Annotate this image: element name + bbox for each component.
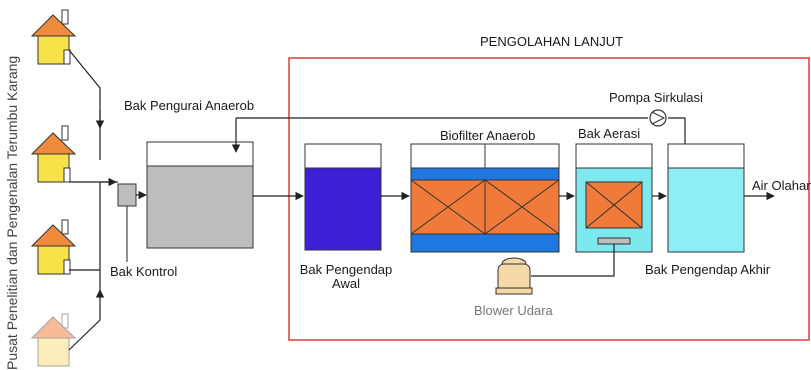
label-primary-settling-1: Bak Pengendap [299, 262, 393, 277]
anaerobic-biofilter-tank [410, 143, 560, 253]
label-pump: Pompa Sirkulasi [609, 90, 703, 105]
label-output-water: Air Olahan [752, 178, 811, 193]
blower-icon [495, 257, 533, 295]
section-title: PENGOLAHAN LANJUT [480, 34, 624, 49]
house-3 [30, 219, 77, 275]
label-blower: Blower Udara [474, 303, 553, 318]
house-4 [30, 313, 77, 367]
house-2 [30, 125, 77, 183]
collector-pipes [68, 49, 118, 351]
aeration-tank [575, 143, 653, 253]
label-aeration: Bak Aerasi [578, 126, 641, 141]
label-final-settling: Bak Pengendap Akhir [645, 262, 771, 277]
primary-settling-tank [304, 143, 382, 251]
side-label: Pusat Penelitian dan Pengenalan Terumbu … [4, 55, 20, 370]
label-primary-settling-2: Awal [332, 276, 360, 291]
label-anaerobic-digester: Bak Pengurai Anaerob [124, 98, 255, 113]
circulation-pump [649, 109, 667, 127]
air-pipe [531, 244, 615, 277]
label-biofilter: Biofilter Anaerob [440, 128, 536, 143]
final-settling-tank [667, 143, 745, 253]
house-1 [30, 9, 77, 65]
advanced-treatment-section [288, 57, 810, 341]
anaerobic-digester-tank [146, 141, 254, 249]
control-box [117, 183, 137, 207]
label-control-box: Bak Kontrol [110, 264, 178, 279]
